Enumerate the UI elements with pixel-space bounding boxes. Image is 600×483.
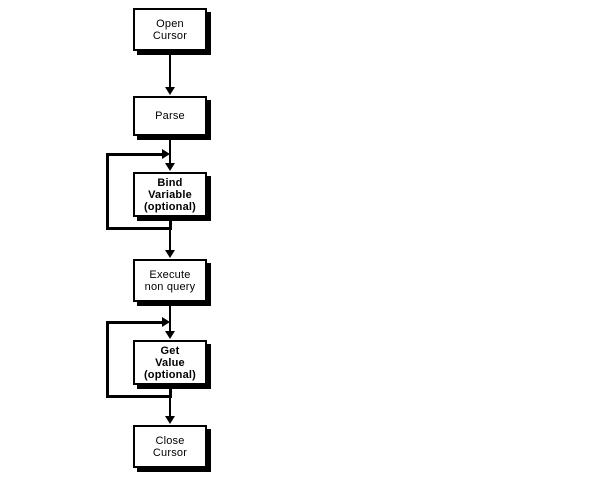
connector-open-to-parse <box>169 51 171 89</box>
arrowhead-bind-to-execute <box>165 250 175 258</box>
arrowhead-bind-loop <box>162 149 170 159</box>
node-get-value[interactable]: Get Value (optional) <box>133 340 207 385</box>
connector-execute-to-getvalue <box>169 302 171 332</box>
node-open-cursor-label: Open Cursor <box>152 17 188 42</box>
connector-getvalue-loop-bottom <box>106 395 172 398</box>
connector-bind-loop-top <box>106 153 164 156</box>
connector-bind-loop-bottom <box>106 227 172 230</box>
node-get-value-label: Get Value (optional) <box>143 344 197 381</box>
connector-bind-loop-left <box>106 153 109 230</box>
node-bind-variable[interactable]: Bind Variable (optional) <box>133 172 207 217</box>
node-execute-non-query-label: Execute non query <box>144 268 196 293</box>
node-execute-non-query[interactable]: Execute non query <box>133 259 207 302</box>
node-open-cursor[interactable]: Open Cursor <box>133 8 207 51</box>
arrowhead-parse-to-bind <box>165 163 175 171</box>
connector-bind-to-execute <box>169 217 171 252</box>
node-bind-variable-label: Bind Variable (optional) <box>143 176 197 213</box>
connector-getvalue-loop-left <box>106 321 109 398</box>
connector-parse-to-bind <box>169 136 171 164</box>
node-parse-label: Parse <box>155 110 185 122</box>
connector-getvalue-to-close <box>169 385 171 418</box>
node-close-cursor[interactable]: Close Cursor <box>133 425 207 468</box>
connector-getvalue-loop-top <box>106 321 164 324</box>
node-close-cursor-label: Close Cursor <box>152 434 188 459</box>
node-parse[interactable]: Parse <box>133 96 207 136</box>
arrowhead-execute-to-getvalue <box>165 331 175 339</box>
arrowhead-open-to-parse <box>165 87 175 95</box>
arrowhead-getvalue-loop <box>162 317 170 327</box>
arrowhead-getvalue-to-close <box>165 416 175 424</box>
